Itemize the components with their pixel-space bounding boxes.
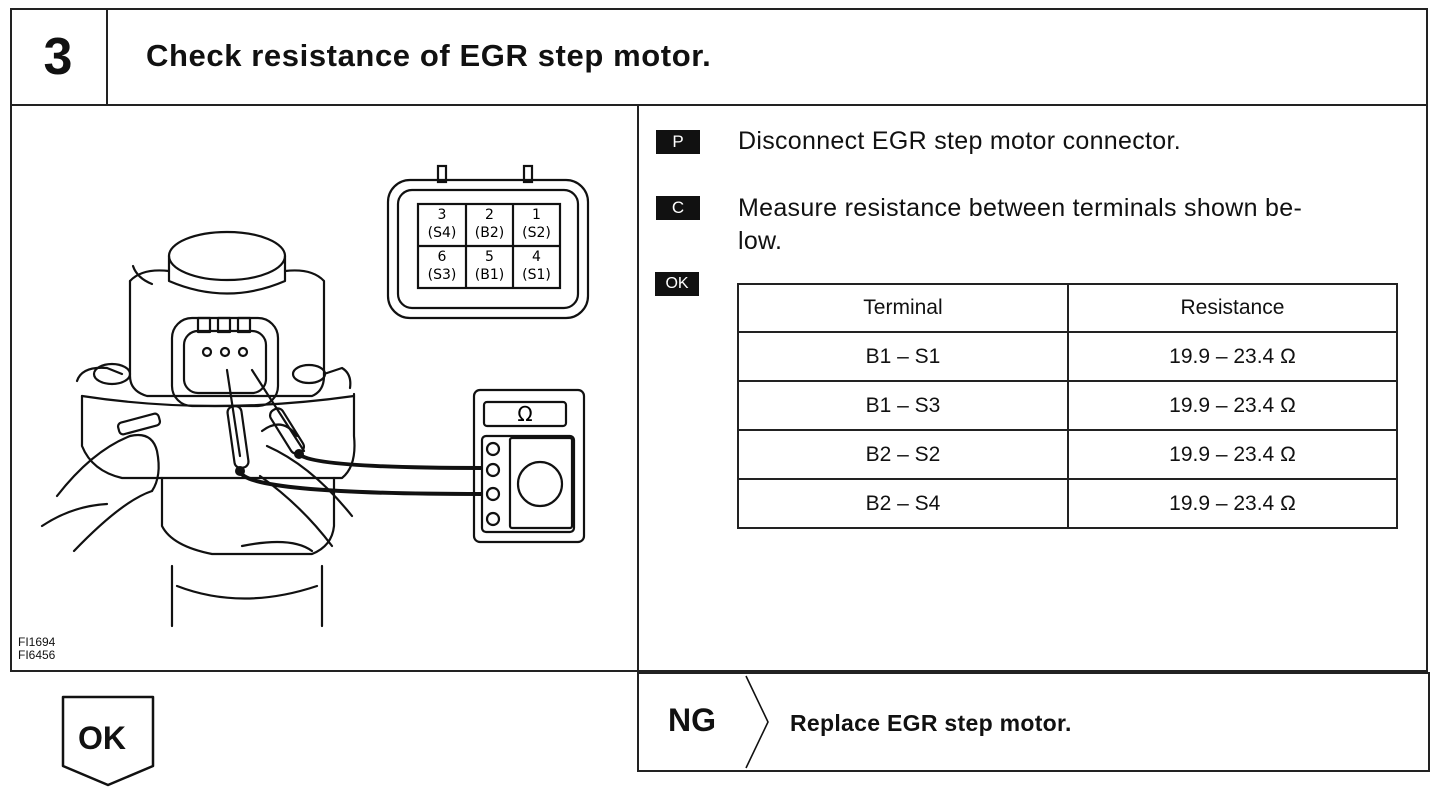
connector-pin-signal: (S2) [522, 225, 551, 241]
table-row: B2 – S2 19.9 – 23.4 Ω [737, 429, 1399, 480]
procedure-frame [10, 8, 1428, 672]
connector-pin-number: 6 [438, 249, 447, 265]
ohm-symbol: Ω [517, 402, 532, 426]
instruction-measure-line1: Measure resistance between terminals sho… [738, 194, 1303, 222]
connector-pin-signal: (S4) [428, 225, 457, 241]
terminal-cell: B1 – S1 [737, 331, 1069, 382]
figure-id: FI1694 [18, 635, 56, 649]
connector-pin-number: 3 [438, 207, 447, 223]
terminal-cell: B1 – S3 [737, 380, 1069, 431]
connector-pin-signal: (B2) [475, 225, 504, 241]
connector-pin-number: 1 [532, 207, 541, 223]
ng-outcome-label: NG [668, 702, 716, 738]
procedure-tag-c: C [656, 196, 700, 220]
ng-action-text: Replace EGR step motor. [790, 710, 1072, 736]
egr-motor-illustration: Ω 3 (S4) 2 (B2) 1 (S2) 6 (S3) 5 (B1) 4 (S1) [40, 164, 590, 628]
step-number-cell: 3 [10, 8, 108, 106]
figure-ids: FI1694 FI6456 [18, 636, 55, 662]
connector-pin-signal: (S3) [428, 267, 457, 283]
column-header-terminal: Terminal [737, 283, 1069, 333]
terminal-cell: B2 – S4 [737, 478, 1069, 529]
header-divider [10, 104, 1428, 106]
figure-id: FI6456 [18, 648, 56, 662]
resistance-cell: 19.9 – 23.4 Ω [1066, 331, 1399, 382]
resistance-table: Terminal Resistance B1 – S1 19.9 – 23.4 … [737, 283, 1399, 529]
table-row: B2 – S4 19.9 – 23.4 Ω [737, 478, 1399, 529]
instruction-disconnect: Disconnect EGR step motor connector. [738, 127, 1181, 155]
step-title: Check resistance of EGR step motor. [146, 38, 712, 73]
instruction-measure-line2: low. [738, 227, 783, 255]
resistance-cell: 19.9 – 23.4 Ω [1066, 478, 1399, 529]
column-divider [637, 104, 639, 772]
connector-pin-number: 5 [485, 249, 494, 265]
connector-pin-number: 2 [485, 207, 494, 223]
ok-arrow-shape [61, 695, 155, 787]
ng-outcome-box [637, 672, 1430, 772]
connector-pin-signal: (S1) [522, 267, 551, 283]
connector-pin-number: 4 [532, 249, 541, 265]
resistance-cell: 19.9 – 23.4 Ω [1066, 429, 1399, 480]
ng-chevron-divider [745, 675, 769, 769]
table-row: B1 – S3 19.9 – 23.4 Ω [737, 380, 1399, 431]
table-header-row: Terminal Resistance [737, 283, 1399, 333]
ok-outcome-label: OK [78, 720, 126, 756]
procedure-tag-p: P [656, 130, 700, 154]
step-number: 3 [43, 28, 73, 86]
connector-pin-signal: (B1) [475, 267, 504, 283]
instruction-measure: Measure resistance between terminals sho… [738, 192, 1302, 258]
terminal-cell: B2 – S2 [737, 429, 1069, 480]
table-row: B1 – S1 19.9 – 23.4 Ω [737, 331, 1399, 382]
column-header-resistance: Resistance [1066, 283, 1399, 333]
ok-tag: OK [655, 272, 699, 296]
resistance-cell: 19.9 – 23.4 Ω [1066, 380, 1399, 431]
